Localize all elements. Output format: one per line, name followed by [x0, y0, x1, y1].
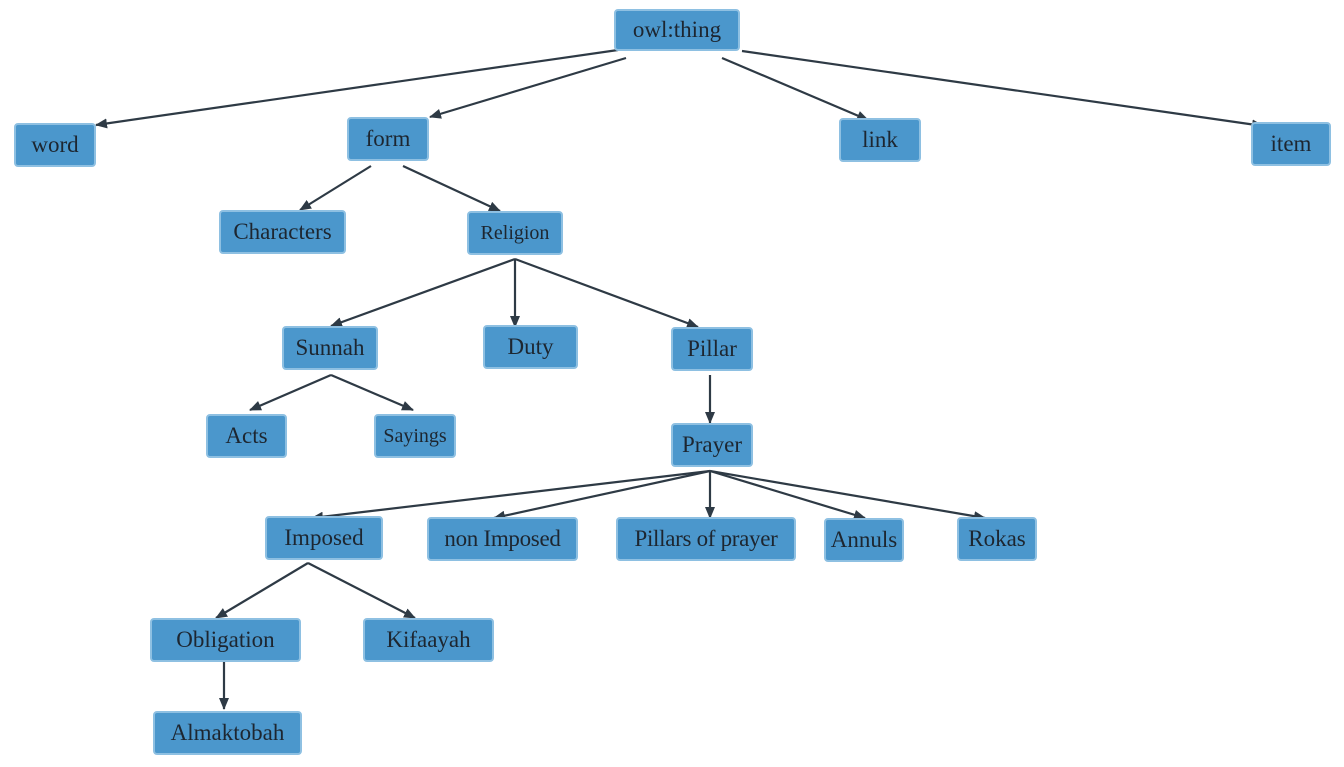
- node-duty: Duty: [483, 325, 578, 369]
- node-almaktobah: Almaktobah: [153, 711, 302, 755]
- node-rokas: Rokas: [957, 517, 1037, 561]
- node-form: form: [347, 117, 429, 161]
- edge-imposed-to-obligation: [215, 562, 309, 619]
- node-sayings: Sayings: [374, 414, 456, 458]
- node-link: link: [839, 118, 921, 162]
- node-owl-thing: owl:thing: [614, 9, 740, 51]
- node-obligation: Obligation: [150, 618, 301, 662]
- node-word: word: [14, 123, 96, 167]
- edge-religion-to-pillar: [514, 257, 699, 329]
- edge-sunnah-to-sayings: [330, 373, 414, 412]
- node-non-imposed: non Imposed: [427, 517, 578, 561]
- node-pillars-of-prayer: Pillars of prayer: [616, 517, 796, 561]
- node-annuls: Annuls: [824, 518, 904, 562]
- node-item: item: [1251, 122, 1331, 166]
- edge-imposed-to-kifaayah: [307, 562, 416, 619]
- edge-prayer-to-rokas: [709, 469, 986, 522]
- node-kifaayah: Kifaayah: [363, 618, 494, 662]
- node-pillar: Pillar: [671, 327, 753, 371]
- edge-owl-thing-to-item: [741, 49, 1264, 130]
- node-imposed: Imposed: [265, 516, 383, 560]
- edge-owl-thing-to-word: [95, 48, 619, 129]
- node-characters: Characters: [219, 210, 346, 254]
- edge-owl-thing-to-form: [429, 56, 627, 119]
- edge-prayer-to-non-imposed: [493, 469, 711, 521]
- node-acts: Acts: [206, 414, 287, 458]
- edge-sunnah-to-acts: [249, 373, 332, 412]
- edge-owl-thing-to-link: [721, 56, 869, 122]
- edge-form-to-religion: [402, 165, 501, 212]
- edge-form-to-characters: [299, 165, 372, 211]
- edge-religion-to-sunnah: [330, 257, 516, 328]
- edge-prayer-to-imposed: [311, 469, 711, 522]
- node-religion: Religion: [467, 211, 563, 255]
- node-sunnah: Sunnah: [282, 326, 378, 370]
- node-prayer: Prayer: [671, 423, 753, 467]
- edge-prayer-to-annuls: [709, 469, 866, 520]
